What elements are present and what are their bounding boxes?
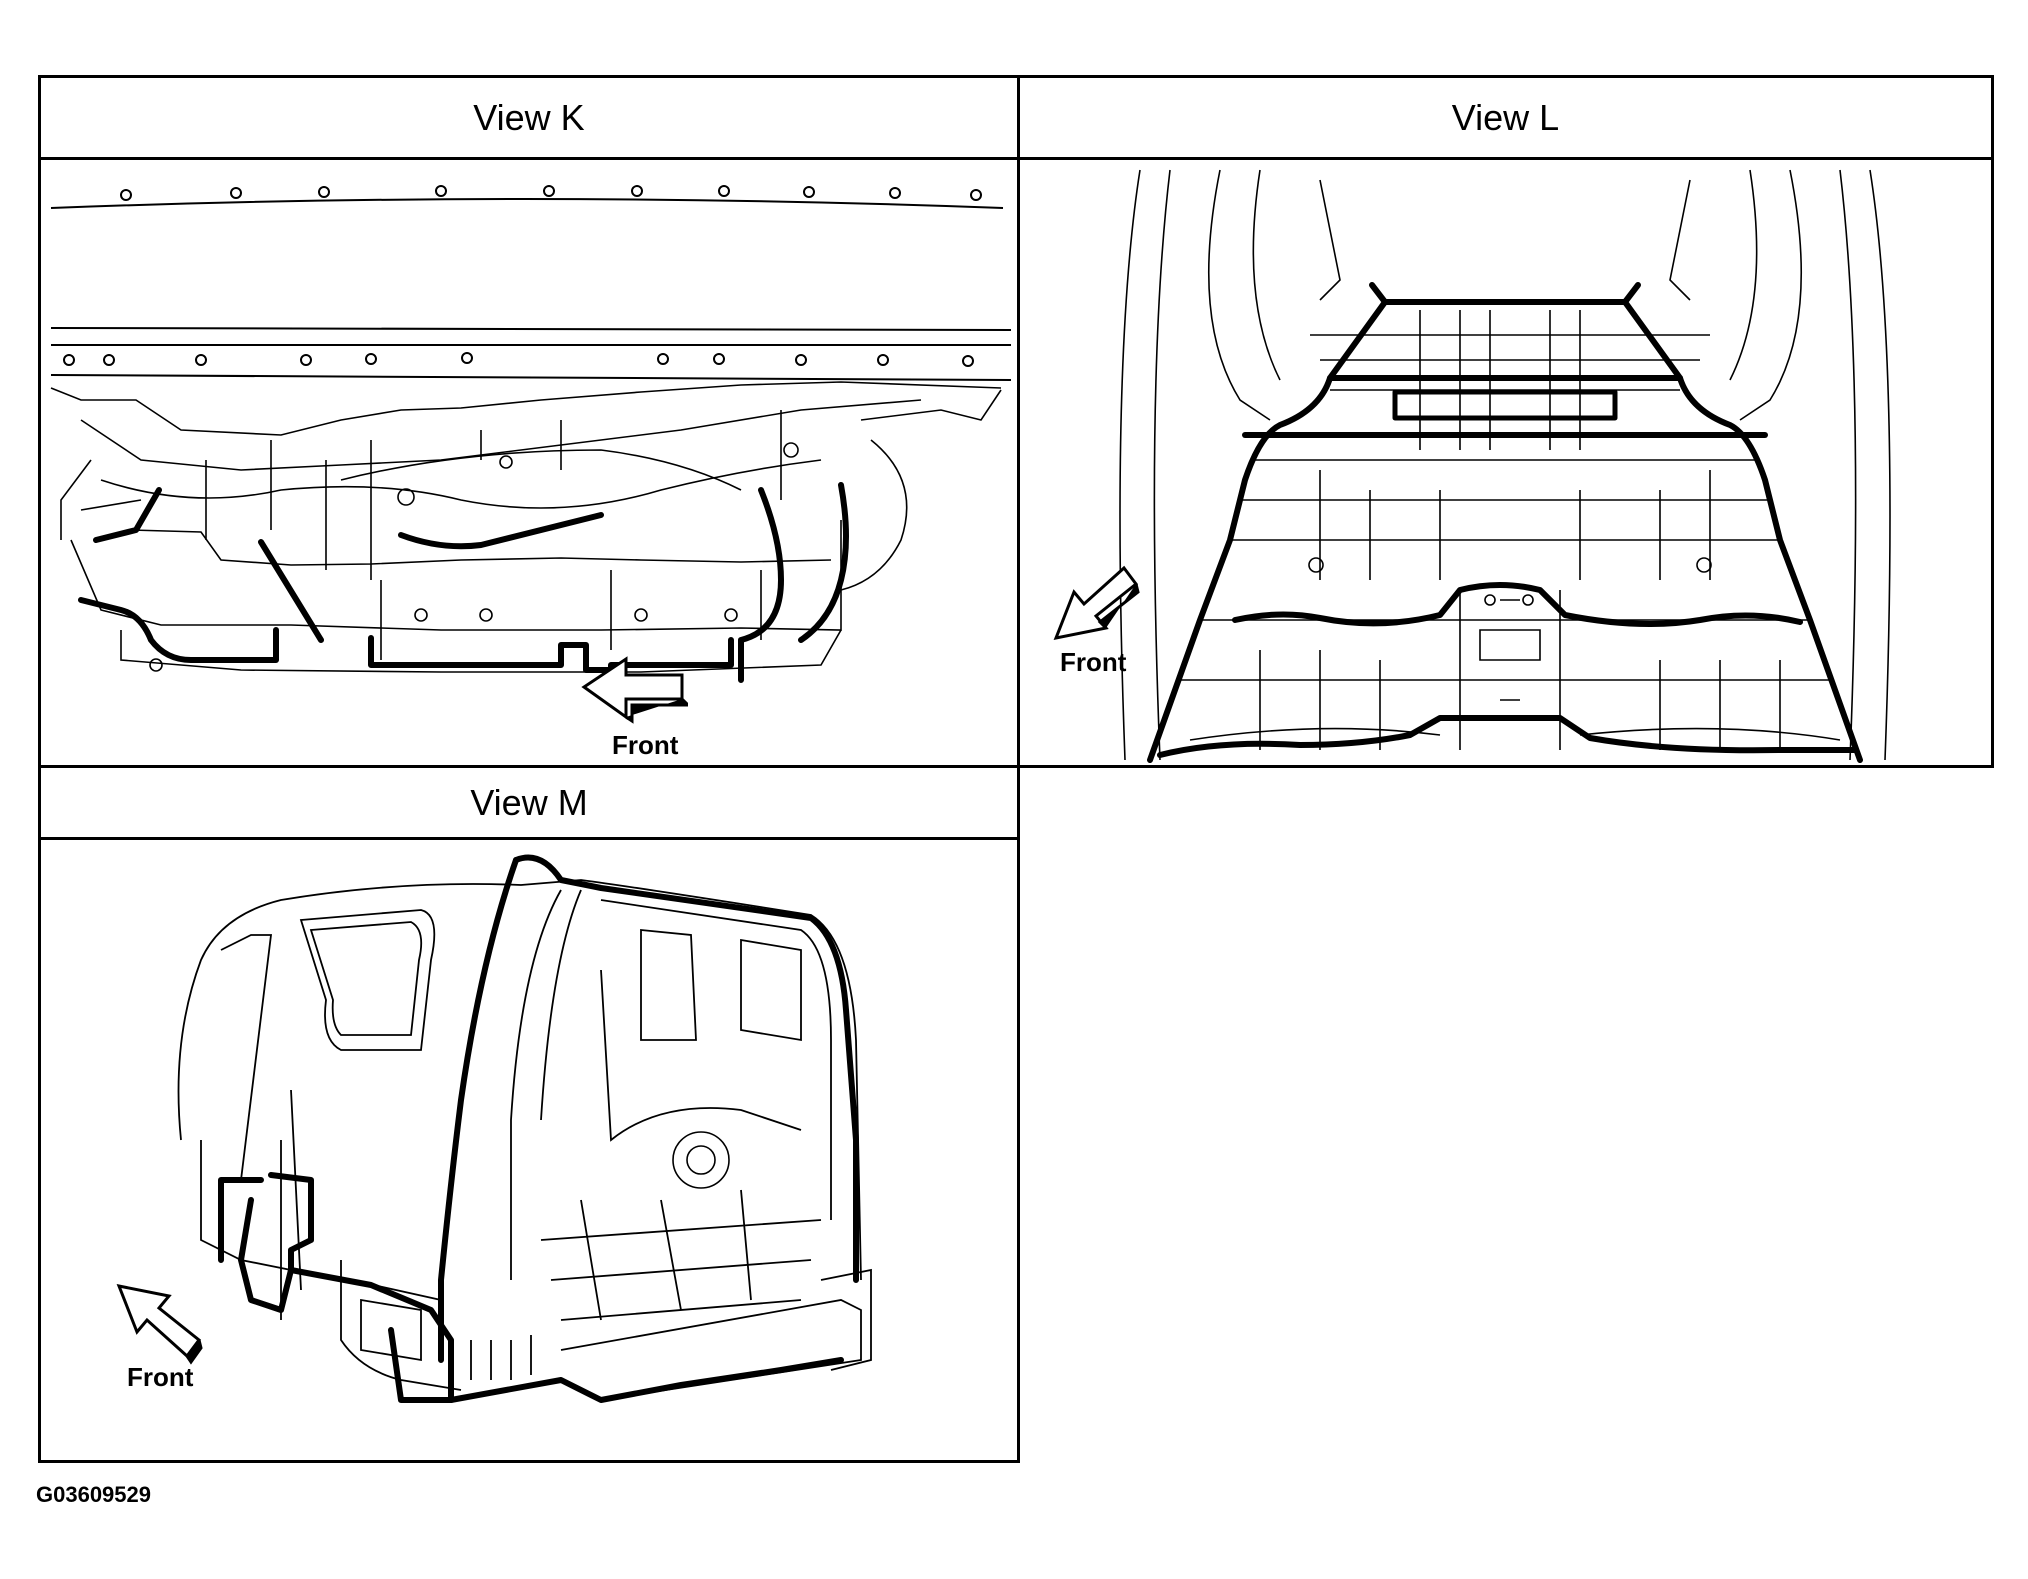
front-arrow-icon [116, 1283, 203, 1365]
view-k-drawing: Front [41, 160, 1017, 765]
figure-id: G03609529 [36, 1482, 151, 1507]
view-k-front-label: Front [612, 730, 679, 760]
view-m-drawing: Front [41, 840, 1017, 1460]
view-l-title: View L [1020, 78, 1991, 160]
view-l-drawing: Front [1020, 160, 1991, 765]
view-m-panel: View M [38, 765, 1020, 1463]
view-k-title: View K [41, 78, 1017, 160]
view-l-front-label: Front [1060, 647, 1127, 677]
view-l-panel: View L [1017, 75, 1994, 768]
view-m-front-label: Front [127, 1362, 194, 1392]
front-arrow-icon [1053, 565, 1140, 641]
front-arrow-icon [581, 656, 688, 724]
view-m-title: View M [41, 768, 1017, 840]
view-k-panel: View K [38, 75, 1020, 768]
